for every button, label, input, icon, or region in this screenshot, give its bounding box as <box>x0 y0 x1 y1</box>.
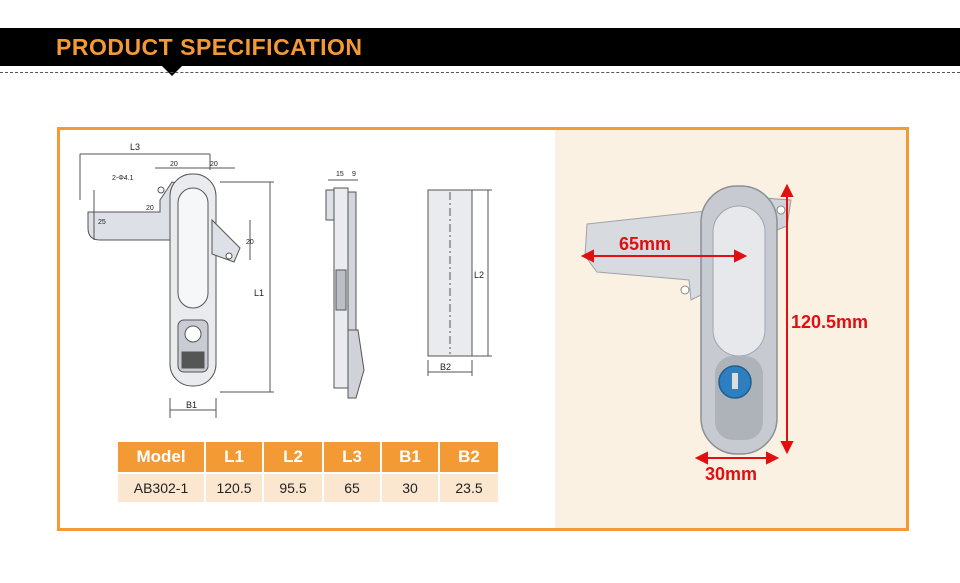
header-banner <box>0 28 960 66</box>
height-label: 120.5mm <box>791 312 868 332</box>
banner-notch <box>162 66 182 76</box>
spec-panel: L3 20 20 20 20 25 2-Φ4.1 L1 B1 15 9 L2 B… <box>57 127 909 531</box>
page-title: PRODUCT SPECIFICATION <box>56 34 363 60</box>
label-dim-20b: 20 <box>210 161 218 168</box>
table-cell: 95.5 <box>264 472 322 502</box>
product-photo: 65mm 120.5mm 30mm <box>580 183 868 484</box>
label-l1: L1 <box>254 288 264 298</box>
body-width-label: 30mm <box>705 464 757 484</box>
table-header-cell: L2 <box>264 442 322 472</box>
table-header-cell: L3 <box>324 442 380 472</box>
spec-table: Model L1 L2 L3 B1 B2 AB302-1 120.5 95.5 … <box>116 442 500 502</box>
label-l3: L3 <box>130 142 140 152</box>
header-divider <box>0 72 960 73</box>
label-dim-20d: 20 <box>246 239 254 246</box>
table-header-cell: Model <box>118 442 204 472</box>
table-header-cell: B2 <box>440 442 498 472</box>
width-label: 65mm <box>619 234 671 254</box>
label-dim-20c: 20 <box>146 205 154 212</box>
table-cell: 65 <box>324 472 380 502</box>
table-header-cell: B1 <box>382 442 438 472</box>
label-dim-20a: 20 <box>170 161 178 168</box>
label-b2: B2 <box>440 362 451 372</box>
table-header-row: Model L1 L2 L3 B1 B2 <box>118 442 498 472</box>
label-dim-9: 9 <box>352 171 356 178</box>
label-hole: 2-Φ4.1 <box>112 175 134 182</box>
label-b1: B1 <box>186 400 197 410</box>
label-dim-25: 25 <box>98 219 106 226</box>
table-row: AB302-1 120.5 95.5 65 30 23.5 <box>118 472 498 502</box>
table-header-cell: L1 <box>206 442 262 472</box>
table-cell: 23.5 <box>440 472 498 502</box>
table-cell: 30 <box>382 472 438 502</box>
table-cell: 120.5 <box>206 472 262 502</box>
label-dim-15: 15 <box>336 171 344 178</box>
label-l2: L2 <box>474 270 484 280</box>
technical-drawing: L3 20 20 20 20 25 2-Φ4.1 L1 B1 15 9 L2 B… <box>79 142 492 418</box>
table-cell: AB302-1 <box>118 472 204 502</box>
